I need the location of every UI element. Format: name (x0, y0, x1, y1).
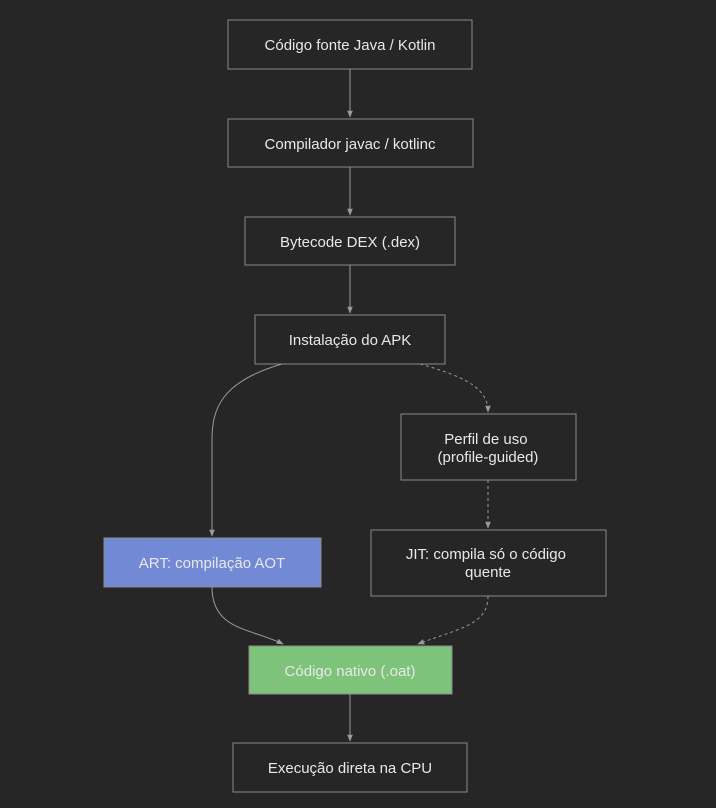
node-aot: ART: compilação AOT (103, 537, 322, 588)
node-exec: Execução direta na CPU (232, 742, 468, 793)
svg-text:ART: compilação AOT: ART: compilação AOT (139, 555, 285, 572)
node-native: Código nativo (.oat) (248, 645, 453, 695)
node-install: Instalação do APK (254, 314, 446, 365)
svg-text:Execução direta na CPU: Execução direta na CPU (268, 760, 432, 777)
node-source: Código fonte Java / Kotlin (227, 19, 473, 70)
node-profile: Perfil de uso (profile-guided) (400, 413, 577, 481)
svg-text:JIT: compila só o código: JIT: compila só o código quente (406, 546, 570, 581)
node-bytecode-label: Bytecode DEX (.dex) (280, 234, 420, 251)
node-compiler-label: Compilador javac / kotlinc (265, 136, 436, 153)
edge-install-to-aot (209, 363, 283, 537)
edge-install-to-profile (419, 363, 491, 413)
svg-text:Código fonte Java / Kotlin: Código fonte Java / Kotlin (265, 37, 436, 54)
node-native-label: Código nativo (.oat) (285, 663, 416, 680)
node-profile-label-line2: (profile-guided) (438, 449, 539, 466)
svg-text:Compilador javac / kotlinc: Compilador javac / kotlinc (265, 136, 436, 153)
node-jit-label-line1: JIT: compila só o código (406, 546, 566, 563)
node-install-label: Instalação do APK (289, 332, 412, 349)
node-aot-label: ART: compilação AOT (139, 555, 285, 572)
node-jit-label-line2: quente (465, 564, 511, 581)
node-source-label: Código fonte Java / Kotlin (265, 37, 436, 54)
node-exec-label: Execução direta na CPU (268, 760, 432, 777)
node-bytecode: Bytecode DEX (.dex) (244, 216, 456, 266)
node-profile-label-line1: Perfil de uso (444, 431, 527, 448)
node-compiler: Compilador javac / kotlinc (227, 118, 474, 168)
edges (209, 69, 491, 742)
svg-text:Código nativo (.oat): Código nativo (.oat) (285, 663, 416, 680)
edge-jit-to-native (417, 595, 489, 645)
svg-text:Instalação do APK: Instalação do APK (289, 332, 412, 349)
svg-text:Bytecode DEX (.dex): Bytecode DEX (.dex) (280, 234, 420, 251)
node-jit: JIT: compila só o código quente (370, 529, 607, 597)
edge-aot-to-native (211, 586, 284, 645)
svg-text:Perfil de uso (profile-g: Perfil de uso (profile-guided) (438, 431, 539, 466)
